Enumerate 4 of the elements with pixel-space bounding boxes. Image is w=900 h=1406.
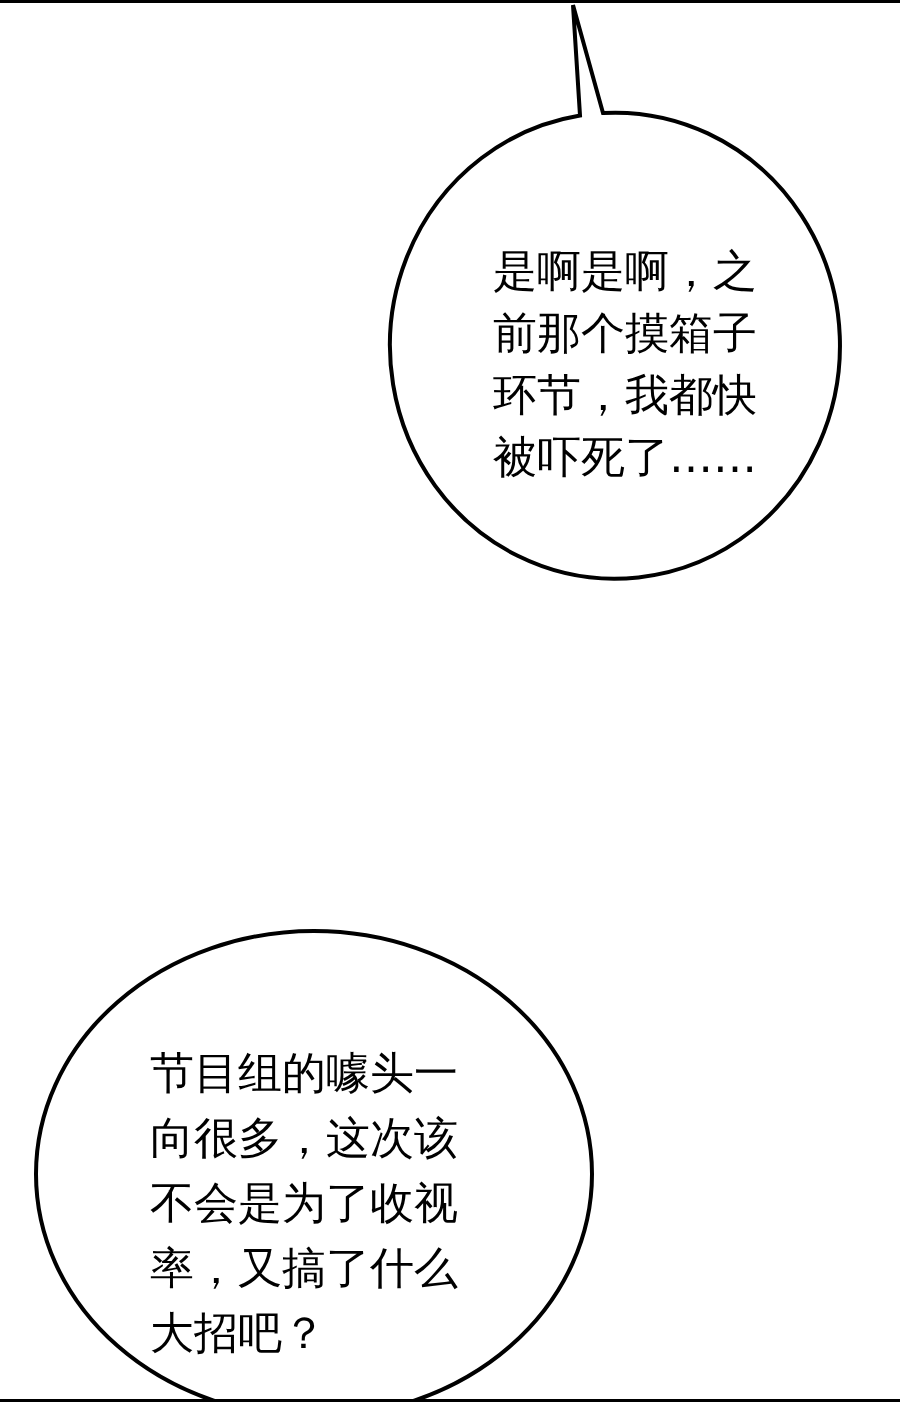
speech-bubble — [33, 928, 595, 1399]
dialogue-text: 节目组的噱头一向很多，这次该不会是为了收视率，又搞了什么大招吧？ — [150, 1046, 458, 1360]
dialogue-text: 是啊是啊，之前那个摸箱子环节，我都快被吓死了…… — [493, 244, 757, 484]
speech-bubble — [386, 3, 842, 583]
